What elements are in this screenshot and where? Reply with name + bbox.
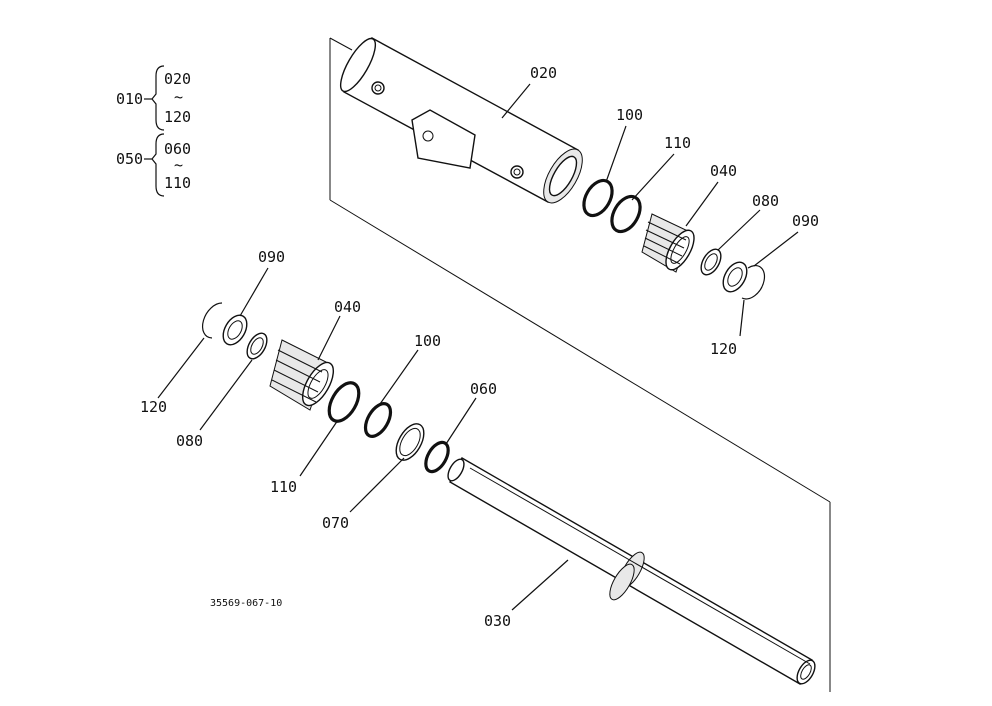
label-110-upper: 110 <box>664 134 691 152</box>
label-020: 020 <box>530 64 557 82</box>
legend-120: 120 <box>164 108 191 126</box>
legend-range-1: ~ <box>174 88 183 106</box>
legend-range-2: ~ <box>174 156 183 174</box>
lower-seal-070 <box>395 423 425 461</box>
upper-ring-090 <box>722 261 748 293</box>
label-090-lower: 090 <box>258 248 285 266</box>
legend-010: 010 <box>116 90 143 108</box>
upper-seal-110 <box>610 194 642 234</box>
lower-seal-110 <box>327 381 361 423</box>
label-120-upper: 120 <box>710 340 737 358</box>
label-110-lower: 110 <box>270 478 297 496</box>
label-080-upper: 080 <box>752 192 779 210</box>
legend-060: 060 <box>164 140 191 158</box>
upper-wiper-080 <box>700 248 722 276</box>
part-020-cylinder-tube <box>339 37 583 204</box>
legend-020: 020 <box>164 70 191 88</box>
lower-seal-060 <box>424 440 450 474</box>
label-120-lower: 120 <box>140 398 167 416</box>
label-030: 030 <box>484 612 511 630</box>
upper-gland-040 <box>641 213 695 273</box>
label-100-lower: 100 <box>414 332 441 350</box>
label-080-lower: 080 <box>176 432 203 450</box>
label-040-upper: 040 <box>710 162 737 180</box>
label-100-upper: 100 <box>616 106 643 124</box>
label-070: 070 <box>322 514 349 532</box>
legend-050: 050 <box>116 150 143 168</box>
leader-lines <box>157 83 799 611</box>
label-040-lower: 040 <box>334 298 361 316</box>
lower-wiper-080 <box>246 332 268 360</box>
lower-seal-100 <box>363 402 393 438</box>
group-legend: 010 020 ~ 120 050 060 ~ 110 <box>116 65 191 197</box>
drawing-code: 35569-067-10 <box>210 598 282 609</box>
lower-ring-090 <box>222 314 248 346</box>
lower-gland-040 <box>269 339 335 411</box>
label-060: 060 <box>470 380 497 398</box>
legend-110: 110 <box>164 174 191 192</box>
label-090-upper: 090 <box>792 212 819 230</box>
part-030-piston-rod <box>447 457 816 685</box>
upper-seal-100 <box>582 178 614 218</box>
assembly-frame <box>329 37 831 692</box>
lower-snap-ring-120 <box>202 302 223 339</box>
